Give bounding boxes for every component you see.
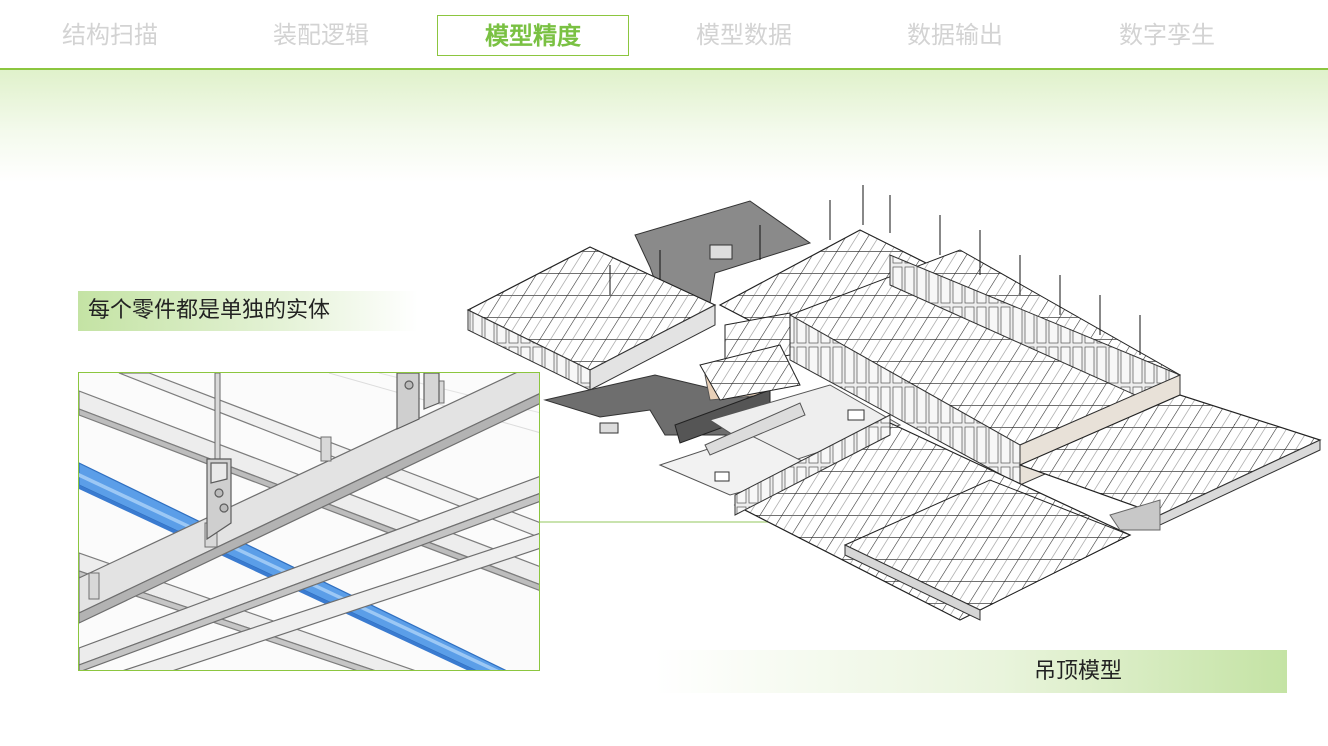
tab-model-accuracy[interactable]: 模型精度 bbox=[437, 15, 629, 56]
tab-data-output[interactable]: 数据输出 bbox=[907, 21, 1003, 49]
detail-zoom-view bbox=[78, 372, 540, 671]
ceiling-model-exploded-view bbox=[466, 185, 1322, 621]
tab-model-data[interactable]: 模型数据 bbox=[696, 21, 792, 49]
tab-structure-scan[interactable]: 结构扫描 bbox=[62, 21, 158, 49]
section-tab-bar: 结构扫描 装配逻辑 模型精度 模型数据 数据输出 数字孪生 bbox=[0, 0, 1328, 68]
model-caption: 吊顶模型 bbox=[654, 650, 1287, 693]
ceiling-joint-closeup bbox=[79, 373, 539, 670]
tab-digital-twin[interactable]: 数字孪生 bbox=[1119, 21, 1215, 49]
tab-assembly-logic[interactable]: 装配逻辑 bbox=[273, 21, 369, 49]
tab-underline-rule bbox=[0, 68, 1328, 70]
header-gradient-band bbox=[0, 70, 1328, 182]
detail-caption: 每个零件都是单独的实体 bbox=[78, 291, 418, 331]
